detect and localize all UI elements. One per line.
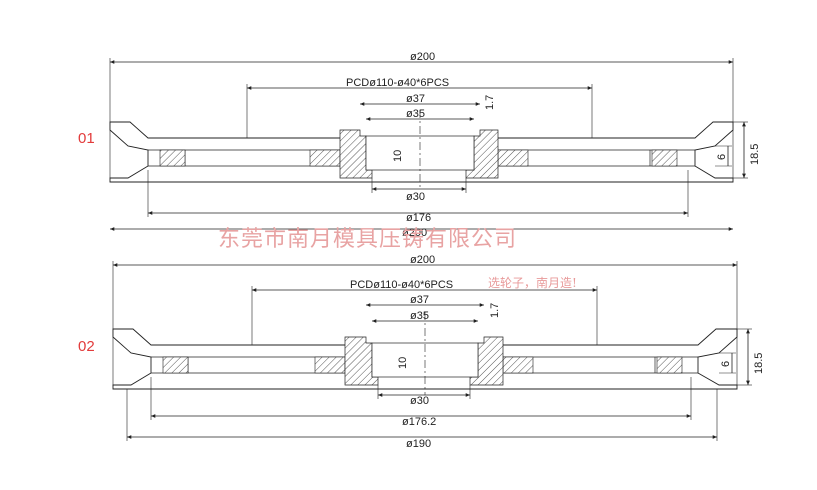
pulley-view-02: 02 ø200 PCDø110-ø40*6PCS 选轮子，南月造! ø37 ø3… (78, 254, 765, 450)
dim-chamfer-01: 1.7 (484, 95, 496, 110)
dim-bore-inner-02: ø35 (410, 310, 429, 322)
dim-pcd-02: PCDø110-ø40*6PCS (350, 279, 453, 291)
view-label-01: 01 (78, 130, 95, 147)
watermark-company: 东莞市南月模具压铸有限公司 (218, 227, 517, 252)
dim-outer-diameter-01: ø200 (410, 51, 435, 63)
dim-bore-inner-01: ø35 (406, 108, 425, 120)
dim-bore-outer-01: ø37 (406, 93, 425, 105)
dim-width-01: 18.5 (749, 144, 761, 165)
dim-chamfer-02: 1.7 (489, 303, 501, 318)
pulley-view-01: 01 ø200 PCDø110-ø40*6PCS ø37 ø35 1.7 (78, 51, 761, 239)
dim-outer-diameter-02: ø200 (410, 254, 435, 266)
view-label-02: 02 (78, 338, 95, 355)
dim-bottom-02: ø190 (406, 438, 431, 450)
dim-depth-01: 10 (392, 150, 404, 162)
dim-depth-02: 10 (397, 357, 409, 369)
dim-groove-width-02: 6 (720, 361, 732, 367)
dim-groove-02: ø176.2 (402, 416, 436, 428)
dim-width-02: 18.5 (753, 353, 765, 374)
dim-groove-width-01: 6 (716, 154, 728, 160)
watermark-slogan: 选轮子，南月造! (488, 275, 577, 290)
dim-hub-01: ø30 (406, 191, 425, 203)
dim-bottom-01: ø200 (402, 227, 427, 239)
dim-bore-outer-02: ø37 (410, 294, 429, 306)
dim-pcd-01: PCDø110-ø40*6PCS (346, 77, 449, 89)
dim-hub-02: ø30 (410, 395, 429, 407)
dim-groove-01: ø176 (406, 212, 431, 224)
